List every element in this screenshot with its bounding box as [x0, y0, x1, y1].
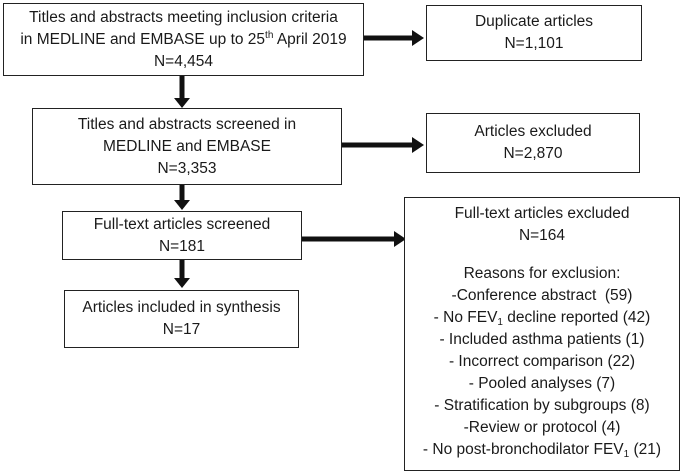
arrow-box2-to-excluded	[342, 137, 424, 153]
arrow-box1-to-duplicates	[364, 30, 424, 46]
included-title: Articles included in synthesis	[82, 299, 281, 316]
exclusion-reasons-list: Reasons for exclusion: -Conference abstr…	[423, 263, 661, 461]
arrow-box2-to-box3	[174, 185, 190, 210]
reason-conference-abstract: -Conference abstract (59)	[451, 287, 633, 304]
reason8-sub: 1	[623, 449, 630, 460]
fulltext-excluded-count: N=164	[518, 227, 566, 244]
box-titles-abstracts-meeting-criteria: Titles and abstracts meeting inclusion c…	[3, 3, 364, 76]
box1-line2-sup: th	[265, 29, 274, 41]
arrow-box3-to-box4	[174, 258, 190, 288]
reason-incorrect-comparison: - Incorrect comparison (22)	[448, 353, 636, 370]
reason-stratification: - Stratification by subgroups (8)	[434, 397, 650, 414]
box1-line2-end: April 2019	[273, 30, 347, 48]
reason-review-protocol: -Review or protocol (4)	[463, 419, 621, 436]
reason2-text: - No FEV	[433, 309, 498, 326]
excluded-title: Articles excluded	[474, 123, 592, 140]
box-articles-excluded: Articles excluded N=2,870	[426, 113, 640, 173]
fulltext-screened-title: Full-text articles screened	[93, 215, 271, 233]
reason-no-fev1-decline: - No FEV1 decline reported (42)	[434, 307, 651, 329]
box-full-text-screened: Full-text articles screened N=181	[62, 211, 302, 260]
box-full-text-excluded: Full-text articles excluded N=164 Reason…	[404, 197, 680, 471]
arrow-box1-to-box2	[174, 76, 190, 108]
box-titles-abstracts-screened: Titles and abstracts screened in MEDLINE…	[32, 108, 342, 185]
reason2-end: decline reported (42)	[502, 309, 651, 326]
box2-line1: Titles and abstracts screened in	[77, 115, 297, 133]
arrow-box3-to-fulltext-excluded	[302, 231, 406, 247]
box1-count: N=4,454	[153, 52, 214, 70]
box2-count: N=3,353	[157, 159, 217, 177]
reason-pooled-analyses: - Pooled analyses (7)	[468, 375, 616, 392]
box1-line1: Titles and abstracts meeting inclusion c…	[29, 8, 338, 26]
reasons-heading: Reasons for exclusion:	[463, 265, 621, 282]
reason2-sub: 1	[497, 317, 503, 328]
duplicates-count: N=1,101	[504, 35, 564, 52]
box1-line2-text: in MEDLINE and EMBASE up to 25	[20, 30, 266, 48]
fulltext-excluded-title: Full-text articles excluded	[454, 205, 630, 222]
reason8-end: (21)	[629, 441, 662, 458]
box-duplicate-articles: Duplicate articles N=1,101	[426, 5, 642, 61]
reason-asthma-patients: - Included asthma patients (1)	[439, 331, 645, 348]
reason-no-post-bronchodilator: - No post-bronchodilator FEV1 (21)	[423, 439, 661, 461]
box1-line2: in MEDLINE and EMBASE up to 25th April 2…	[20, 29, 346, 51]
reason8-text: - No post-bronchodilator FEV	[422, 441, 624, 458]
included-count: N=17	[162, 321, 201, 338]
box2-line2: MEDLINE and EMBASE	[103, 137, 271, 155]
duplicates-title: Duplicate articles	[474, 13, 594, 30]
box-articles-included: Articles included in synthesis N=17	[64, 290, 299, 348]
fulltext-screened-count: N=181	[158, 237, 206, 255]
excluded-count: N=2,870	[503, 145, 563, 162]
